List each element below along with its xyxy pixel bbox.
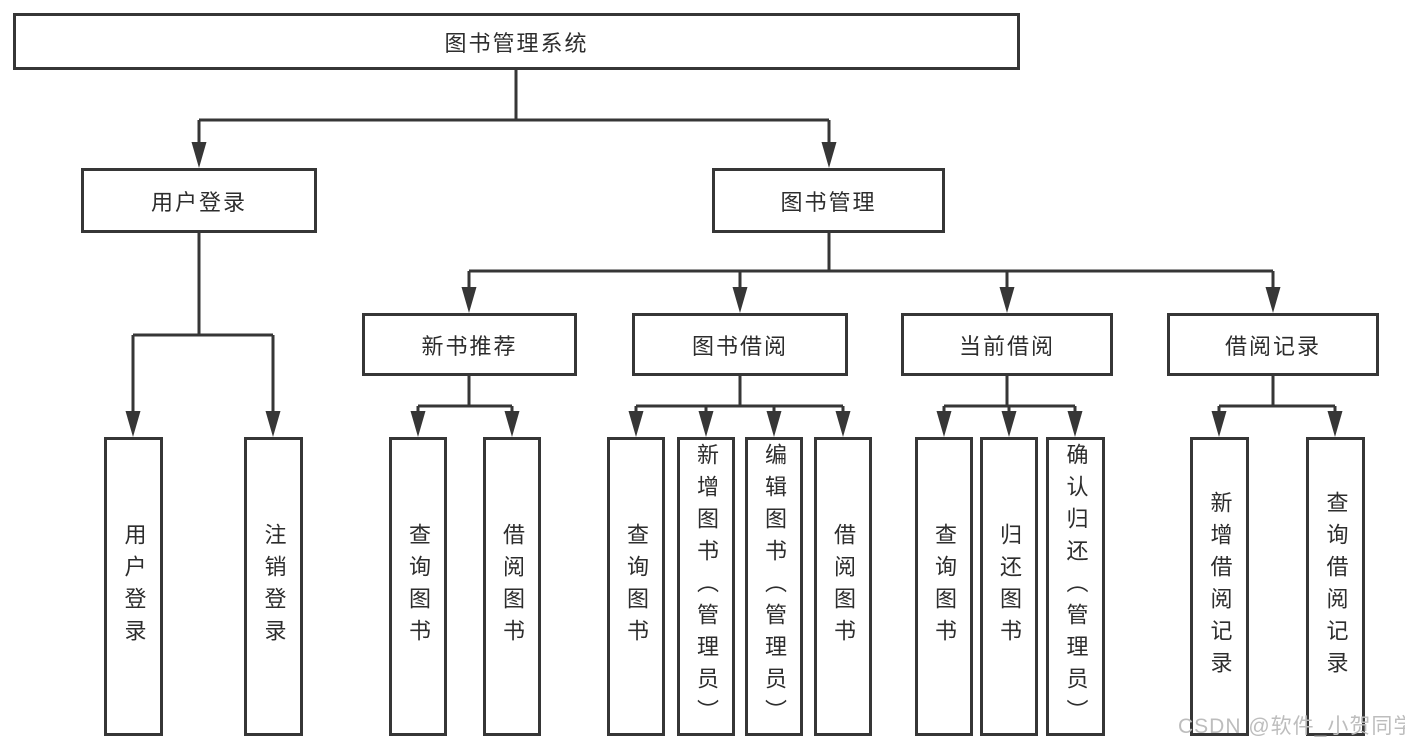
watermark-text: CSDN @软件_小贺同学 [1178,715,1405,738]
leaf-add-book-admin: 新增图书（管理员） [677,437,735,736]
node-label: 新书推荐 [421,333,518,359]
node-label: 用户登录 [121,522,147,651]
node-label: 当前借阅 [958,333,1055,359]
node-label: 借阅图书 [500,522,525,651]
leaf-confirm-return-admin: 确认归还（管理员） [1046,437,1105,736]
leaf-query-books-current: 查询图书 [915,437,973,736]
node-label: 查询图书 [624,522,649,651]
leaf-edit-book-admin: 编辑图书（管理员） [745,437,803,736]
node-label: 查询借阅记录 [1323,490,1349,683]
node-label: 查询图书 [406,522,431,651]
node-borrowing-records: 借阅记录 [1167,313,1379,376]
node-label: 新增借阅记录 [1207,490,1233,683]
node-book-borrowing: 图书借阅 [632,313,848,376]
node-user-login: 用户登录 [81,168,317,233]
leaf-query-borrow-record: 查询借阅记录 [1306,437,1365,736]
leaf-logout: 注销登录 [244,437,303,736]
node-label: 新增图书（管理员） [694,442,719,731]
node-label: 编辑图书（管理员） [762,442,787,731]
leaf-user-login: 用户登录 [104,437,163,736]
leaf-query-books-recommend: 查询图书 [389,437,447,736]
node-label: 归还图书 [997,522,1022,651]
leaf-borrow-books-recommend: 借阅图书 [483,437,541,736]
node-label: 图书管理 [780,189,877,215]
node-label: 注销登录 [261,522,287,651]
node-label: 确认归还（管理员） [1063,442,1089,731]
node-book-management: 图书管理 [712,168,945,233]
node-label: 借阅图书 [831,522,856,651]
leaf-add-borrow-record: 新增借阅记录 [1190,437,1249,736]
node-label: 查询图书 [932,522,957,651]
node-label: 图书借阅 [691,333,788,359]
node-current-borrowing: 当前借阅 [901,313,1113,376]
leaf-borrow-books-borrowing: 借阅图书 [814,437,872,736]
node-label: 用户登录 [150,189,247,215]
node-new-book-recommend: 新书推荐 [362,313,577,376]
node-label: 借阅记录 [1224,333,1321,359]
node-root-library-system: 图书管理系统 [13,13,1020,70]
leaf-query-books-borrowing: 查询图书 [607,437,665,736]
node-label: 图书管理系统 [444,30,589,56]
leaf-return-book: 归还图书 [980,437,1038,736]
